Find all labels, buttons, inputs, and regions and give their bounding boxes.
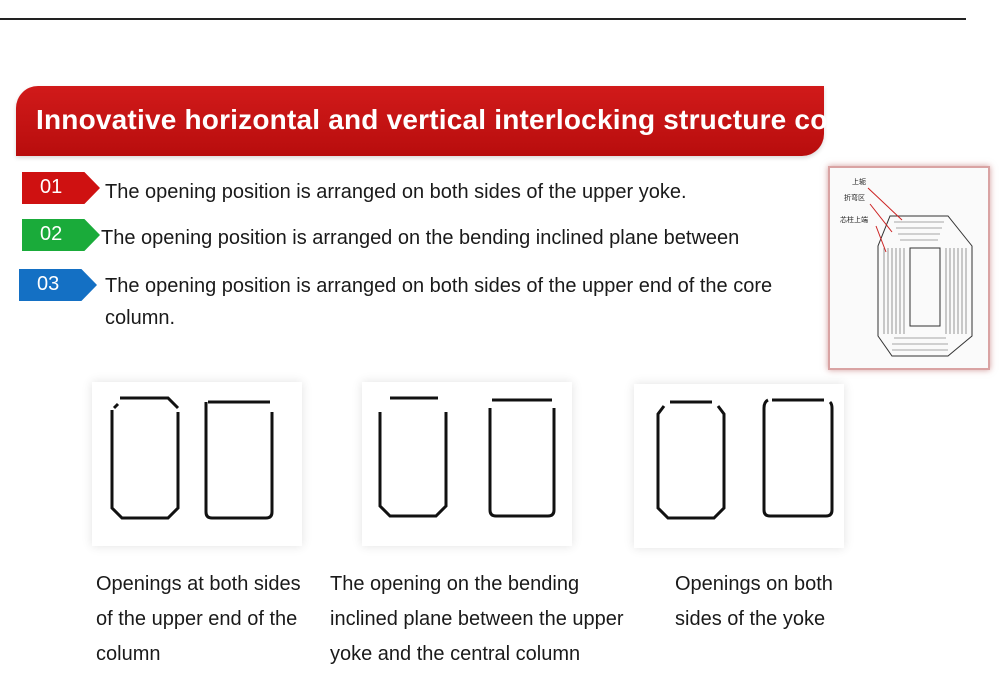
diagram-caption-bend: The opening on the bending inclined plan…	[330, 573, 624, 665]
core-outline-diagram-1	[110, 396, 274, 520]
core-outline-diagram-2	[378, 396, 556, 518]
diagram-card-yoke-openings	[634, 384, 844, 548]
page-title: Innovative horizontal and vertical inter…	[36, 104, 855, 135]
item-text-01: The opening position is arranged on both…	[105, 181, 687, 203]
diagram-card-column-openings	[92, 382, 302, 546]
core-outline-diagram-3	[656, 398, 834, 520]
item-number-badge-03: 03	[19, 269, 97, 301]
photo-label-bend: 折弯区	[844, 193, 865, 202]
core-photo-drawing: 上轭 折弯区 芯柱上端	[840, 177, 973, 357]
item-number-badge-01: 01	[22, 172, 100, 204]
item-number-badge-02: 02	[22, 219, 100, 251]
item-text-03: The opening position is arranged on both…	[105, 275, 773, 329]
item-text-02: The opening position is arranged on the …	[101, 227, 740, 248]
core-window	[909, 247, 941, 327]
diagram-card-bend-openings	[362, 382, 572, 546]
title-banner: Innovative horizontal and vertical inter…	[16, 86, 854, 156]
top-divider	[0, 18, 966, 20]
core-photo: 上轭 折弯区 芯柱上端	[828, 166, 990, 370]
core-laminations	[883, 221, 967, 351]
photo-label-yoke: 上轭	[852, 177, 866, 186]
diagram-caption-yoke: Openings on both sides of the yoke	[675, 573, 833, 630]
photo-label-column: 芯柱上端	[840, 215, 868, 224]
diagram-caption-column: Openings at both sides of the upper end …	[96, 573, 301, 665]
core-outer-outline	[877, 215, 973, 357]
